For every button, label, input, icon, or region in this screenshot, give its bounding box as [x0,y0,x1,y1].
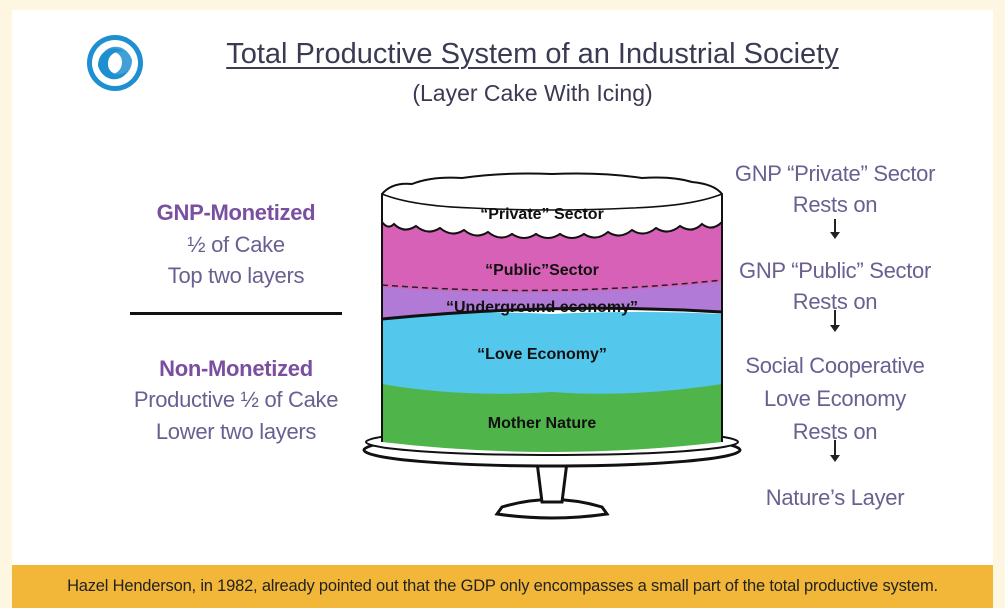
left-divider [130,312,342,315]
step-public-line1: GNP “Public” Sector [739,258,931,283]
monetized-line2: Top two layers [167,263,305,288]
non-monetized-line2: Lower two layers [155,419,317,444]
down-arrow-icon [830,440,840,462]
layer-label-underground: “Underground economy” [445,299,638,316]
step-love-line2: Love Economy [764,386,906,411]
step-love-line3: Rests on [792,419,878,444]
step-nature-line1: Nature’s Layer [765,485,905,510]
step-love-line1: Social Cooperative [745,353,925,378]
step-public-line2: Rests on [792,289,878,314]
layer-label-mother-nature: Mother Nature [487,415,597,432]
swirl-logo-icon [87,35,143,91]
step-private-line1: GNP “Private” Sector [734,161,936,186]
layer-label-public: “Public”Sector [485,262,599,279]
non-monetized-line1: Productive ½ of Cake [133,387,339,412]
layer-label-private: “Private” Sector [480,206,604,223]
step-private-line2: Rests on [792,192,878,217]
caption-bar: Hazel Henderson, in 1982, already pointe… [12,565,993,608]
page-subtitle: (Layer Cake With Icing) [412,80,653,106]
layer-label-love-economy: “Love Economy” [477,346,607,363]
monetized-heading: GNP-Monetized [156,200,316,225]
down-arrow-icon [830,310,840,332]
down-arrow-icon [830,219,840,239]
non-monetized-heading: Non-Monetized [159,356,313,381]
page-title: Total Productive System of an Industrial… [226,38,839,70]
layer-cake-illustration [362,172,742,520]
monetized-line1: ½ of Cake [187,232,285,257]
slide-frame: Total Productive System of an Industrial… [12,10,993,565]
